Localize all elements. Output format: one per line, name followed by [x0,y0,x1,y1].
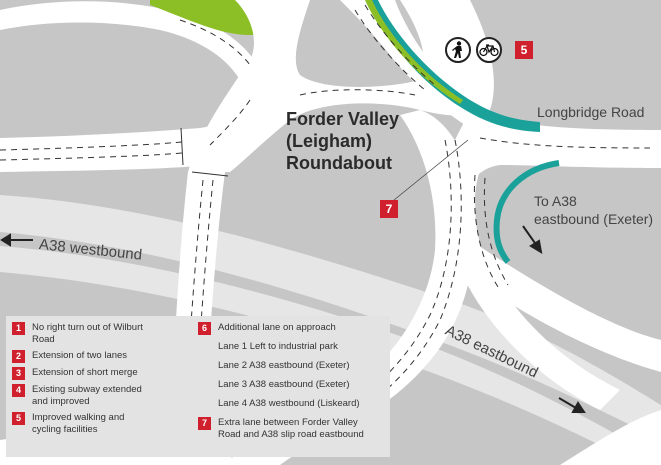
bicycle-icon [476,37,502,63]
legend-panel: 1 No right turn out of Wilburt Road 2 Ex… [6,316,390,457]
longbridge-road-label: Longbridge Road [537,104,645,120]
to-a38-line-1: To A38 [534,193,577,209]
pedestrian-icon [445,37,471,63]
title-line-2: (Leigham) [286,131,373,151]
lane-2-description: Lane 2 A38 eastbound (Exeter) [218,360,350,371]
lane-1-description: Lane 1 Left to industrial park [218,341,338,352]
legend-left-column: 1 No right turn out of Wilburt Road 2 Ex… [12,322,192,440]
a38-westbound-carriageway [0,195,661,440]
legend-text: Existing subway extended and improved [32,384,142,407]
legend-item: 4 Existing subway extended and improved [12,384,192,408]
legend-text: Extra lane between Forder Valley Road an… [218,417,364,440]
legend-item: 7 Extra lane between Forder Valley Road … [198,417,388,441]
a38-eastbound-carriageway [0,246,661,465]
title-line-1: Forder Valley [286,109,400,129]
to-a38-line-2: eastbound (Exeter) [534,211,654,227]
legend-text: No right turn out of Wilburt Road [32,322,143,345]
callout-badge-5: 5 [515,41,533,59]
legend-right-column: 6 Additional lane on approach Lane 1 Lef… [198,322,388,445]
legend-item: 2 Extension of two lanes [12,350,192,363]
legend-badge: 4 [12,384,25,397]
legend-badge: 7 [198,417,211,430]
legend-item: 1 No right turn out of Wilburt Road [12,322,192,346]
legend-text: Improved walking and cycling facilities [32,412,125,435]
to-a38-label: To A38 eastbound (Exeter) [534,192,653,228]
legend-badge: 3 [12,367,25,380]
legend-text: Additional lane on approach [218,322,336,333]
lane-3-description: Lane 3 A38 eastbound (Exeter) [218,379,350,390]
lane-4-description: Lane 4 A38 westbound (Liskeard) [218,398,360,409]
callout-badge-7: 7 [380,200,398,218]
legend-item: 6 Additional lane on approach [198,322,388,335]
title-line-3: Roundabout [286,153,392,173]
legend-badge: 5 [12,412,25,425]
legend-badge: 1 [12,322,25,335]
legend-text: Extension of short merge [32,367,138,378]
legend-badge: 2 [12,350,25,363]
roundabout-title: Forder Valley (Leigham) Roundabout [286,108,399,174]
legend-badge: 6 [198,322,211,335]
legend-item: 5 Improved walking and cycling facilitie… [12,412,192,436]
legend-item: 3 Extension of short merge [12,367,192,380]
legend-text: Extension of two lanes [32,350,128,361]
